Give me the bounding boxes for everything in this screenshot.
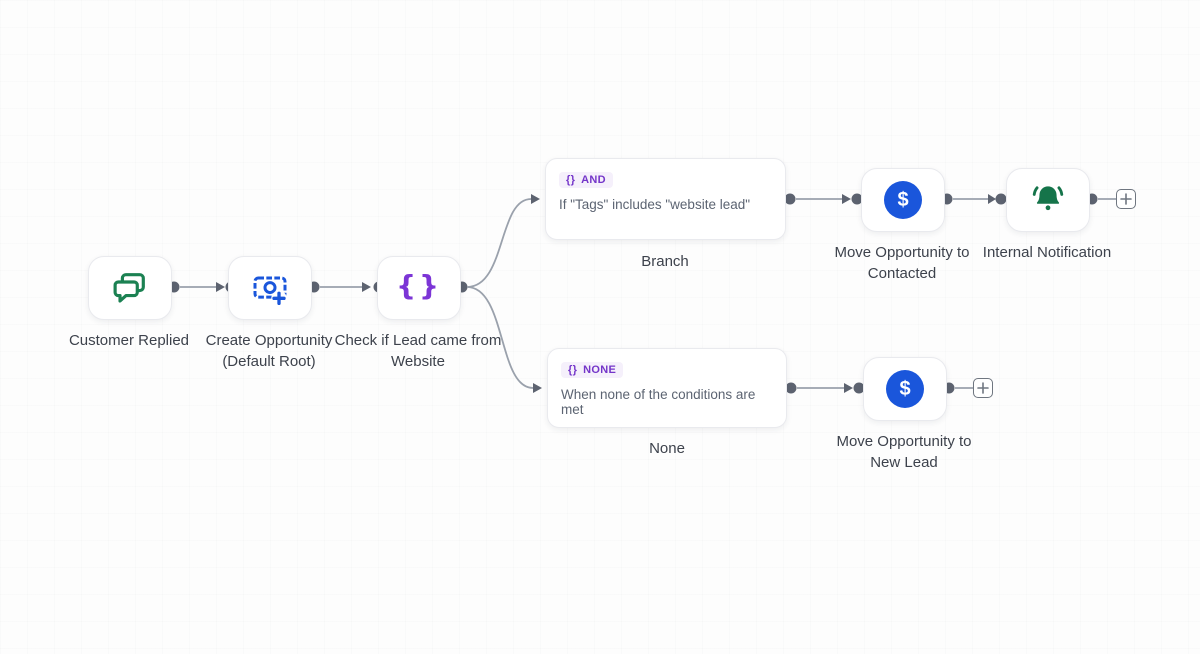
arrowhead — [362, 282, 371, 292]
none-condition-card[interactable]: {} NONE When none of the conditions are … — [547, 348, 787, 428]
arrowhead — [533, 383, 542, 393]
output-handle — [785, 382, 797, 394]
node-move-opportunity-new-lead[interactable]: $ — [863, 357, 947, 421]
output-handle — [784, 193, 796, 205]
braces-icon: {} — [568, 364, 578, 376]
operator-label: NONE — [583, 364, 617, 376]
add-action-button-top[interactable] — [1116, 189, 1136, 209]
arrowhead — [844, 383, 853, 393]
connector-curve-branch — [466, 198, 532, 288]
operator-label: AND — [581, 174, 606, 186]
dollar-glyph: $ — [897, 189, 909, 211]
dollar-icon: $ — [884, 181, 922, 219]
node-label-check-lead: Check if Lead came from Website — [298, 330, 538, 372]
dollar-glyph: $ — [899, 378, 911, 400]
braces-icon: {} — [566, 174, 576, 186]
node-label-move-contacted: Move Opportunity to Contacted — [782, 242, 1022, 284]
node-label-customer-replied: Customer Replied — [9, 330, 249, 351]
branch-condition-card[interactable]: {} AND If "Tags" includes "website lead" — [545, 158, 786, 240]
label-text: Move Opportunity to — [834, 244, 970, 261]
plus-icon — [1120, 193, 1132, 205]
input-handle — [853, 382, 865, 394]
none-operator-badge: {} NONE — [561, 362, 624, 378]
arrowhead — [531, 194, 540, 204]
add-action-button-bottom[interactable] — [973, 378, 993, 398]
node-label-create-opportunity: Create Opportunity (Default Root) — [149, 330, 389, 372]
node-customer-replied[interactable] — [88, 256, 172, 320]
label-text: Branch — [641, 253, 689, 270]
label-text: Check if Lead came from — [334, 332, 502, 349]
connector-curve-none — [466, 286, 534, 389]
dollar-icon: $ — [886, 370, 924, 408]
branch-label: Branch — [545, 251, 785, 272]
node-move-opportunity-contacted[interactable]: $ — [861, 168, 945, 232]
node-label-internal-notification: Internal Notification — [927, 242, 1167, 263]
plus-icon — [977, 382, 989, 394]
label-text: Internal Notification — [982, 244, 1112, 261]
branch-operator-badge: {} AND — [559, 172, 613, 188]
chat-icon — [113, 273, 145, 303]
money-plus-icon — [253, 276, 287, 306]
label-text: Move Opportunity to — [836, 433, 972, 450]
node-internal-notification[interactable] — [1006, 168, 1090, 232]
none-label: None — [547, 438, 787, 459]
none-condition-text: When none of the conditions are met — [561, 387, 756, 417]
input-handle — [995, 193, 1007, 205]
label-text: None — [649, 440, 685, 457]
label-text: (Default Root) — [222, 353, 316, 370]
node-create-opportunity[interactable] — [228, 256, 312, 320]
input-handle — [851, 193, 863, 205]
label-text: Website — [391, 353, 445, 370]
label-text: Customer Replied — [68, 332, 190, 349]
arrowhead — [842, 194, 851, 204]
label-text: New Lead — [870, 454, 938, 471]
label-text: Contacted — [867, 265, 937, 282]
arrowhead — [988, 194, 996, 204]
node-label-move-new-lead: Move Opportunity to New Lead — [784, 431, 1024, 473]
bell-icon — [1032, 186, 1064, 211]
arrowhead — [216, 282, 225, 292]
braces-icon: {} — [396, 269, 442, 302]
branch-condition-text: If "Tags" includes "website lead" — [559, 197, 751, 212]
label-text: Create Opportunity — [205, 332, 333, 349]
node-check-lead-condition[interactable]: {} — [377, 256, 461, 320]
